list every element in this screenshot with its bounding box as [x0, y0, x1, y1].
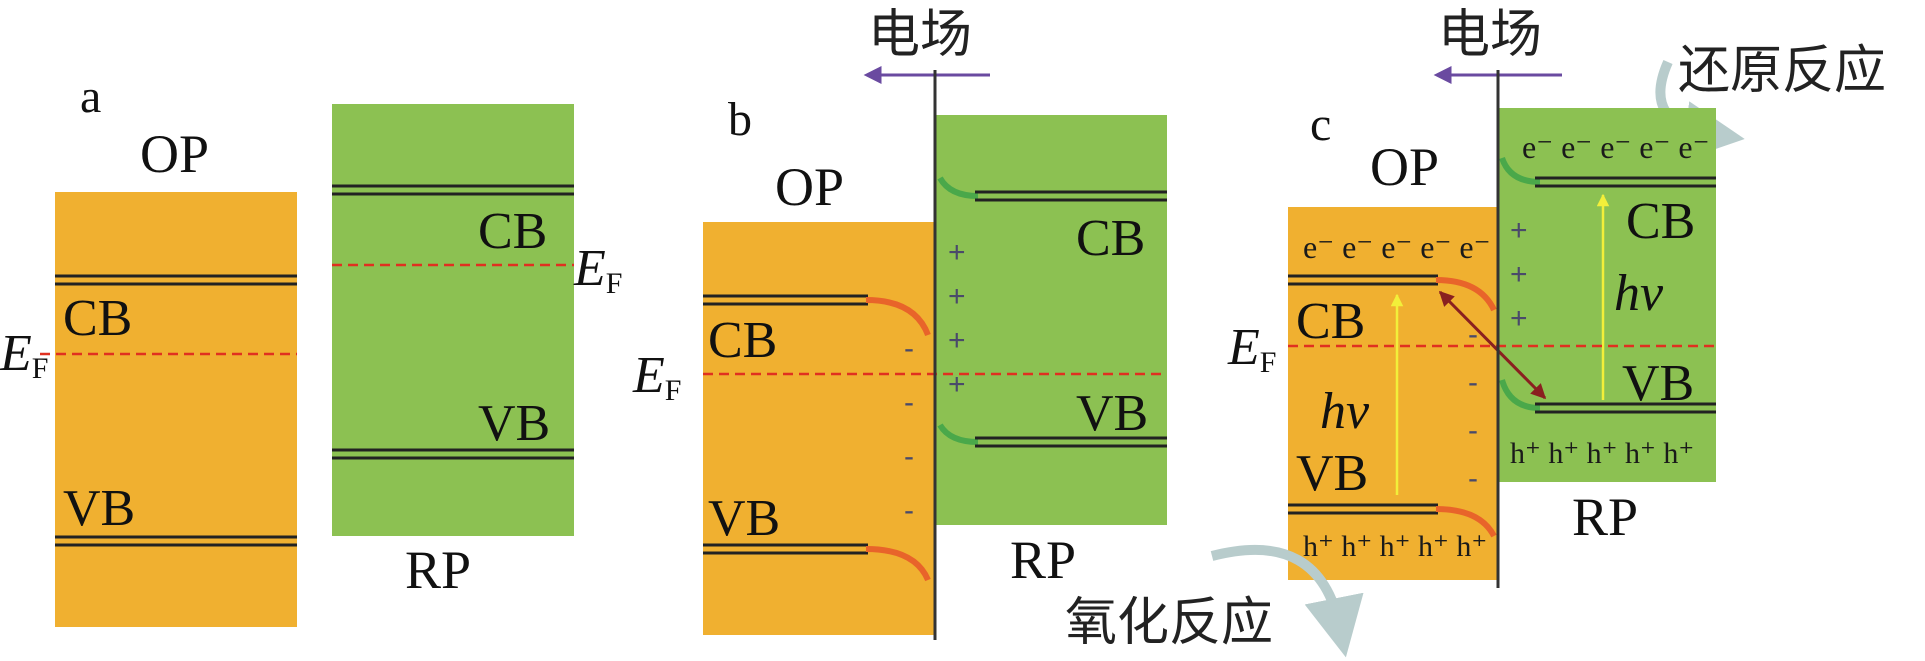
panel-a-rp-cb-label: CB [478, 203, 547, 260]
panel-c-reduction-label: 还原反应 [1678, 41, 1886, 101]
panel-b-op-vb-label: VB [708, 490, 780, 547]
panel-c-rp-label: RP [1572, 487, 1638, 547]
panel-c-minus-2: - [1468, 366, 1478, 399]
panel-c-oxidation-arrow [1210, 544, 1364, 658]
panel-b-letter: b [728, 93, 752, 146]
panel-c-plus-1: + [1510, 214, 1528, 247]
panel-c-minus-1: - [1468, 318, 1478, 351]
panel-c-op-vb-bend [1435, 506, 1497, 538]
panel-a-letter: a [80, 70, 101, 123]
panel-b-op-block [703, 222, 935, 635]
panel-b-minus-3: - [904, 440, 914, 473]
panel-c-minus-4: - [1468, 462, 1478, 495]
panel-a-op-label: OP [140, 124, 209, 184]
panel-b-plus-1: + [948, 236, 966, 269]
panel-c-field-label: 电场 [1438, 5, 1542, 65]
panel-c-plus-2: + [1510, 258, 1528, 291]
panel-b-rp-block [935, 115, 1167, 525]
panel-a-ef-right: EF [573, 240, 622, 300]
panel-b-rp-label: RP [1010, 530, 1076, 590]
panel-c-ef: EF [1227, 319, 1276, 379]
panel-c-plus-3: + [1510, 302, 1528, 335]
panel-b-minus-4: - [904, 494, 914, 527]
panel-c-hv-op: hv [1320, 383, 1370, 440]
panel-a-op-block [55, 192, 297, 627]
panel-a-rp-label: RP [405, 540, 471, 600]
panel-a-rp-vb-label: VB [478, 395, 550, 452]
panel-c-holes-op: h⁺ h⁺ h⁺ h⁺ h⁺ [1303, 530, 1487, 563]
panel-a: a OP CB EF VB CB EF VB RP [0, 70, 622, 627]
panel-b-field-label: 电场 [868, 5, 972, 65]
panel-b-op-cb-label: CB [708, 312, 777, 369]
panel-b: b 电场 OP CB VB CB VB EF - - - - + [632, 5, 1167, 640]
panel-b-rp-vb-label: VB [1076, 385, 1148, 442]
panel-c-transfer-arrow [1438, 290, 1547, 400]
panel-c-op-cb-label: CB [1296, 293, 1365, 350]
panel-c: c 电场 还原反应 OP e⁻ e⁻ e⁻ e⁻ e⁻ CB hv VB h⁺ … [1065, 5, 1886, 658]
panel-c-rp-cb-bend [1499, 156, 1541, 185]
panel-b-minus-1: - [904, 332, 914, 365]
panel-b-rp-vb-bend [937, 423, 979, 445]
panel-c-op-vb-label: VB [1296, 445, 1368, 502]
panel-b-minus-2: - [904, 386, 914, 419]
panel-b-rp-cb-bend [937, 176, 979, 199]
panel-c-letter: c [1310, 98, 1331, 151]
panel-c-holes-rp: h⁺ h⁺ h⁺ h⁺ h⁺ [1510, 437, 1694, 470]
panel-c-electrons-rp: e⁻ e⁻ e⁻ e⁻ e⁻ [1522, 129, 1709, 165]
panel-b-plus-2: + [948, 280, 966, 313]
panel-c-op-label: OP [1370, 137, 1439, 197]
panel-a-op-vb-label: VB [63, 480, 135, 537]
panel-a-ef-left: EF [0, 325, 48, 385]
panel-b-op-label: OP [775, 157, 844, 217]
panel-c-hv-rp: hv [1614, 265, 1664, 322]
panel-b-ef: EF [632, 347, 681, 407]
panel-c-oxidation-label: 氧化反应 [1065, 593, 1273, 653]
panel-b-op-cb-bend [865, 297, 931, 337]
panel-b-rp-cb-label: CB [1076, 210, 1145, 267]
panel-b-plus-4: + [948, 368, 966, 401]
panel-a-rp-block [332, 104, 574, 536]
panel-b-plus-3: + [948, 324, 966, 357]
panel-c-rp-cb-label: CB [1626, 193, 1695, 250]
panel-a-op-cb-label: CB [63, 290, 132, 347]
panel-c-electrons-op: e⁻ e⁻ e⁻ e⁻ e⁻ [1303, 229, 1490, 265]
panel-b-op-vb-bend [865, 546, 931, 582]
panel-c-minus-3: - [1468, 414, 1478, 447]
